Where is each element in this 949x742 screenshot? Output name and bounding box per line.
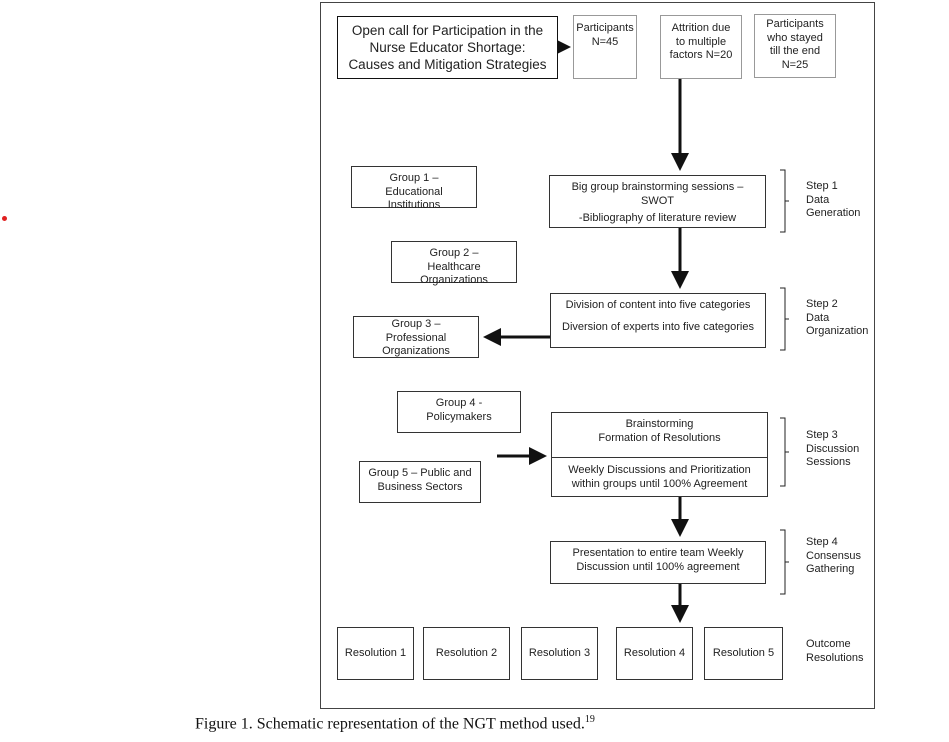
text: Resolution 4 <box>623 646 686 659</box>
step1-box: Big group brainstorming sessions – SWOT … <box>549 175 766 228</box>
text: Step 3 <box>806 429 838 441</box>
stayed-box: Participants who stayed till the end N=2… <box>754 14 836 78</box>
start-text: Open call for Participation in the Nurse… <box>348 23 547 72</box>
text: Group 4 - Policymakers <box>426 397 492 423</box>
step4-box: Presentation to entire team Weekly Discu… <box>550 541 766 584</box>
group-2-box: Group 2 – Healthcare Organizations <box>391 241 517 286</box>
text: Presentation to entire team Weekly <box>572 547 744 559</box>
text: Participants <box>766 18 824 30</box>
divider <box>552 457 767 464</box>
text: till the end <box>769 45 821 57</box>
text: Data <box>806 311 830 324</box>
text: Resolutions <box>806 651 864 664</box>
text: Group 1 – Educational Institutions <box>385 172 443 211</box>
text: Brainstorming <box>625 418 694 430</box>
text: Consensus <box>806 549 862 562</box>
red-marker-dot <box>2 216 7 221</box>
text: Step 2 <box>806 298 838 310</box>
text: factors N=20 <box>669 49 733 61</box>
text: who stayed <box>767 31 823 44</box>
bracket-step2 <box>780 287 789 351</box>
start-box: Open call for Participation in the Nurse… <box>337 16 558 79</box>
step3-box: Brainstorming Formation of Resolutions W… <box>551 412 768 497</box>
text: Resolution 5 <box>712 646 775 659</box>
text: Division of content into five categories <box>565 299 751 311</box>
text: Generation <box>806 207 861 219</box>
text: Gathering <box>806 563 855 575</box>
resolution-1-box: Resolution 1 <box>337 627 414 680</box>
text: Diversion of experts into five categorie… <box>562 320 754 333</box>
attrition-box: Attrition due to multiple factors N=20 <box>660 15 742 79</box>
text: Step 4 <box>806 536 838 548</box>
text: to multiple <box>675 35 727 48</box>
text: Data <box>806 193 830 206</box>
group-1-box: Group 1 – Educational Institutions <box>351 166 477 211</box>
text: Attrition due <box>671 22 731 34</box>
text: N=25 <box>781 58 809 71</box>
text: Participants <box>576 22 634 34</box>
text: Group 2 – Healthcare Organizations <box>420 247 488 286</box>
bracket-step1 <box>780 169 789 233</box>
text: Organization <box>806 325 869 337</box>
text: Discussion until 100% agreement <box>576 560 740 573</box>
bracket-step4 <box>780 529 789 595</box>
text: Formation of Resolutions <box>598 431 721 444</box>
resolution-4-box: Resolution 4 <box>616 627 693 680</box>
resolution-2-box: Resolution 2 <box>423 627 510 680</box>
text: -Bibliography of literature review <box>578 212 737 224</box>
text: Resolution 1 <box>344 646 407 659</box>
text: N=45 <box>591 35 619 48</box>
text: Group 5 – Public and Business Sectors <box>368 467 472 493</box>
figure-caption: Figure 1. Schematic representation of th… <box>195 714 595 733</box>
text: Step 1 <box>806 180 838 192</box>
bracket-step3 <box>780 417 789 487</box>
group-5-box: Group 5 – Public and Business Sectors <box>359 461 481 503</box>
resolution-3-box: Resolution 3 <box>521 627 598 680</box>
step2-box: Division of content into five categories… <box>550 293 766 348</box>
text: Big group brainstorming sessions – <box>571 181 744 193</box>
diagram-frame <box>320 2 875 709</box>
group-3-box: Group 3 – Professional Organizations <box>353 316 479 358</box>
text: within groups until 100% Agreement <box>571 477 748 490</box>
text: Resolution 2 <box>435 646 498 659</box>
text: Discussion <box>806 442 860 455</box>
caption-text: Figure 1. Schematic representation of th… <box>195 715 585 733</box>
group-4-box: Group 4 - Policymakers <box>397 391 521 433</box>
participants-box: Participants N=45 <box>573 15 637 79</box>
text: SWOT <box>641 194 674 207</box>
caption-reference: 19 <box>584 714 595 725</box>
resolution-5-box: Resolution 5 <box>704 627 783 680</box>
text: Outcome <box>806 638 851 650</box>
text: Group 3 – Professional Organizations <box>382 318 450 357</box>
text: Resolution 3 <box>528 646 591 659</box>
text: Sessions <box>806 456 851 468</box>
text: Weekly Discussions and Prioritization <box>568 464 751 476</box>
